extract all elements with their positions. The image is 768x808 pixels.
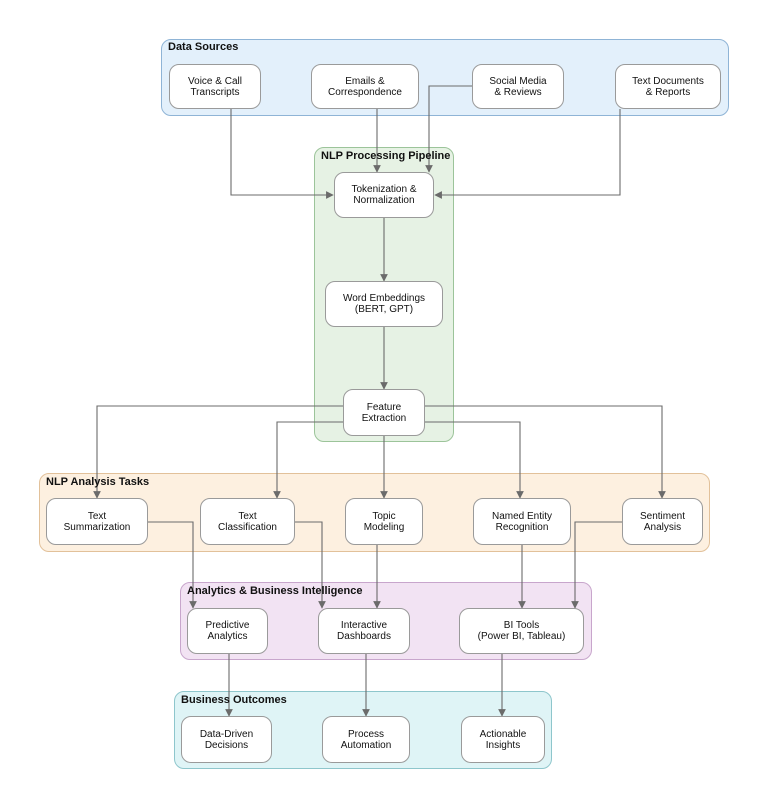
node-predictive-analytics: Predictive Analytics	[187, 608, 268, 654]
node-sentiment-analysis: Sentiment Analysis	[622, 498, 703, 545]
node-text-summarization: Text Summarization	[46, 498, 148, 545]
node-topic-modeling: Topic Modeling	[345, 498, 423, 545]
edge-voice-to-tokenization	[230, 109, 334, 199]
node-interactive-dashboards: Interactive Dashboards	[318, 608, 410, 654]
node-feature-extraction: Feature Extraction	[343, 389, 425, 436]
node-tokenization-normalization: Tokenization & Normalization	[334, 172, 434, 218]
node-voice-call-transcripts: Voice & Call Transcripts	[169, 64, 261, 109]
edge-features-to-ner	[425, 421, 524, 499]
edge-social-to-tokenization	[425, 85, 472, 173]
node-word-embeddings: Word Embeddings (BERT, GPT)	[325, 281, 443, 327]
edge-features-to-sentiment	[425, 405, 666, 499]
group-title-analysis-tasks: NLP Analysis Tasks	[46, 476, 150, 488]
edge-classification-to-dashboards	[295, 521, 326, 609]
node-emails-correspondence: Emails & Correspondence	[311, 64, 419, 109]
group-title-analytics-bi: Analytics & Business Intelligence	[187, 585, 363, 597]
node-social-media-reviews: Social Media & Reviews	[472, 64, 564, 109]
node-process-automation: Process Automation	[322, 716, 410, 763]
edge-features-to-summarization	[93, 405, 343, 499]
edge-sentiment-to-bitools	[571, 521, 622, 609]
node-named-entity-recognition: Named Entity Recognition	[473, 498, 571, 545]
edge-features-to-classification	[273, 421, 343, 499]
group-title-data-sources: Data Sources	[168, 41, 239, 53]
edge-textdocs-to-tokenization	[434, 109, 621, 199]
node-bi-tools: BI Tools (Power BI, Tableau)	[459, 608, 584, 654]
node-data-driven-decisions: Data-Driven Decisions	[181, 716, 272, 763]
node-text-documents-reports: Text Documents & Reports	[615, 64, 721, 109]
edge-summarization-to-predictive	[148, 521, 197, 609]
node-text-classification: Text Classification	[200, 498, 295, 545]
group-title-business-outcomes: Business Outcomes	[181, 694, 287, 706]
node-actionable-insights: Actionable Insights	[461, 716, 545, 763]
group-title-nlp-pipeline: NLP Processing Pipeline	[321, 150, 451, 162]
